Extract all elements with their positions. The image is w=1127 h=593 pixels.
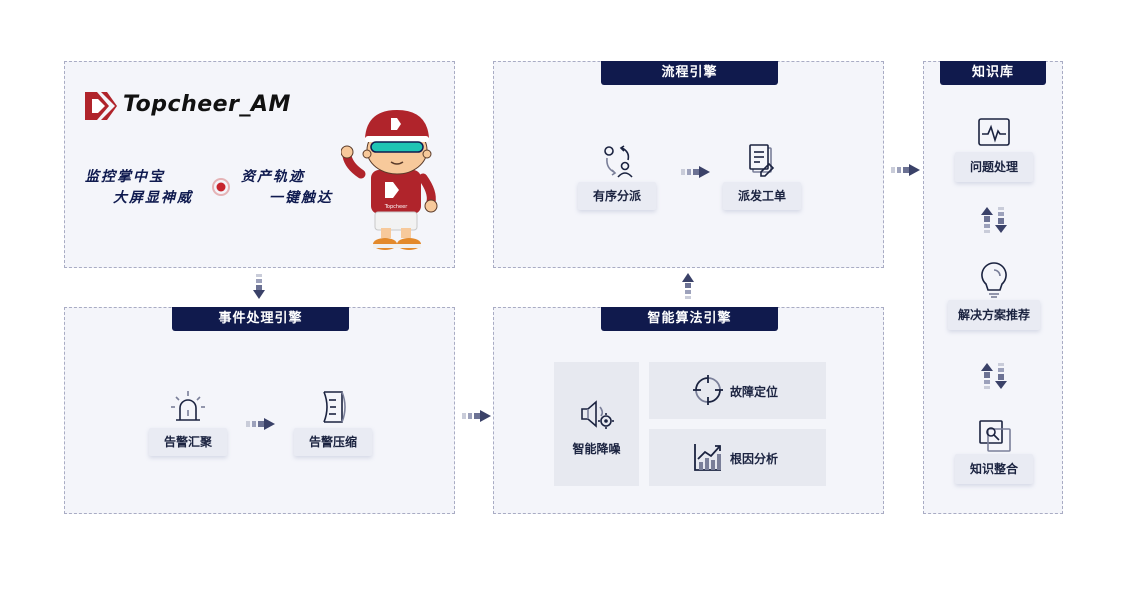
slogan-left-line-2: 大屏显神威 bbox=[113, 190, 193, 206]
arrow-right-icon bbox=[681, 166, 710, 178]
topcheer-logo-icon bbox=[85, 92, 117, 120]
fault-location-card[interactable]: 故障定位 bbox=[649, 362, 826, 419]
brand-name: Topcheer_AM bbox=[123, 92, 291, 117]
node-alarm-aggregation-label: 告警汇聚 bbox=[149, 428, 227, 456]
brand-panel: Topcheer_AM 监控掌中宝 大屏显神威 资产轨迹 一键触达 Topche… bbox=[64, 61, 455, 268]
node-solution-recommendation[interactable]: 解决方案推荐 bbox=[948, 260, 1040, 332]
arrow-right-icon bbox=[891, 164, 920, 176]
knowledge-base-title: 知识库 bbox=[940, 61, 1046, 85]
target-dot-icon bbox=[212, 178, 230, 196]
alarm-light-icon bbox=[171, 391, 205, 421]
slogan-left-line-1: 监控掌中宝 bbox=[85, 169, 165, 185]
node-knowledge-integration[interactable]: 知识整合 bbox=[955, 418, 1033, 486]
noise-reduction-card[interactable]: 智能降噪 bbox=[554, 362, 639, 486]
trend-chart-icon bbox=[694, 444, 721, 471]
root-cause-label: 根因分析 bbox=[730, 452, 779, 466]
mascot-illustration: Topcheer bbox=[341, 110, 438, 250]
bidirectional-arrow-icon bbox=[981, 363, 1007, 389]
arrow-down-icon bbox=[253, 274, 265, 299]
node-knowledge-integration-label: 知识整合 bbox=[955, 454, 1033, 484]
node-problem-handling-label: 问题处理 bbox=[955, 152, 1033, 182]
node-alarm-aggregation[interactable]: 告警汇聚 bbox=[149, 388, 227, 458]
arrow-up-icon bbox=[682, 273, 694, 299]
event-engine-title: 事件处理引擎 bbox=[172, 307, 349, 331]
node-ordered-dispatch-label: 有序分派 bbox=[578, 182, 656, 210]
node-issue-work-order[interactable]: 派发工单 bbox=[723, 142, 801, 212]
knowledge-integration-icon bbox=[979, 420, 1011, 452]
crosshair-icon bbox=[693, 375, 723, 405]
node-alarm-compression[interactable]: 告警压缩 bbox=[294, 388, 372, 458]
lightbulb-icon bbox=[981, 262, 1007, 298]
slogan-right-line-1: 资产轨迹 bbox=[241, 169, 305, 185]
dispatch-user-icon bbox=[604, 145, 633, 178]
node-ordered-dispatch[interactable]: 有序分派 bbox=[578, 142, 656, 212]
algorithm-engine-panel: 智能算法引擎 智能降噪 故障定位 bbox=[493, 307, 884, 514]
node-solution-recommendation-label: 解决方案推荐 bbox=[948, 300, 1040, 330]
node-problem-handling[interactable]: 问题处理 bbox=[955, 116, 1033, 184]
mascot-shirt-text: Topcheer bbox=[384, 204, 409, 210]
arrow-right-icon bbox=[246, 418, 275, 430]
knowledge-base-panel: 知识库 问题处理 解决方案推荐 知识整合 bbox=[923, 61, 1063, 514]
node-issue-work-order-label: 派发工单 bbox=[723, 182, 801, 210]
root-cause-card[interactable]: 根因分析 bbox=[649, 429, 826, 486]
event-engine-panel: 事件处理引擎 告警汇聚 告警压缩 bbox=[64, 307, 455, 514]
compress-icon bbox=[323, 391, 346, 423]
fault-location-label: 故障定位 bbox=[730, 385, 779, 399]
pulse-monitor-icon bbox=[978, 118, 1010, 146]
work-order-icon bbox=[749, 144, 775, 177]
workflow-engine-title: 流程引擎 bbox=[601, 61, 778, 85]
speaker-gear-icon bbox=[581, 400, 614, 429]
workflow-engine-panel: 流程引擎 有序分派 派发工单 bbox=[493, 61, 884, 268]
node-alarm-compression-label: 告警压缩 bbox=[294, 428, 372, 456]
arrow-right-icon bbox=[462, 410, 491, 422]
noise-reduction-label: 智能降噪 bbox=[572, 442, 621, 456]
bidirectional-arrow-icon bbox=[981, 207, 1007, 233]
algorithm-engine-title: 智能算法引擎 bbox=[601, 307, 778, 331]
slogan-right-line-2: 一键触达 bbox=[269, 190, 333, 206]
